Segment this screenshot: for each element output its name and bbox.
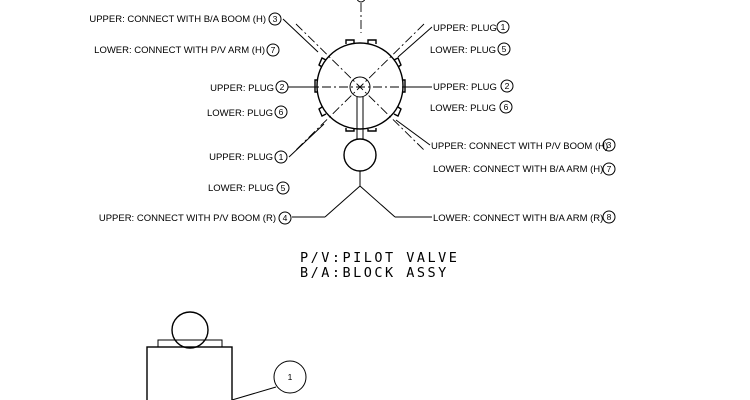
callout-number: 8 <box>607 212 612 222</box>
callout-number: 4 <box>283 213 288 223</box>
branch-left <box>324 185 361 218</box>
top-port-circle <box>356 0 366 3</box>
callout-circle <box>278 211 292 225</box>
label-right-upper-1: UPPER: PLUG <box>433 23 497 34</box>
lower-component: 1 <box>146 311 307 400</box>
left-labels: UPPER: CONNECT WITH B/A BOOM (H) 3 LOWER… <box>89 12 292 225</box>
label-left-lower-3: LOWER: PLUG <box>208 183 274 194</box>
callout-number: 1 <box>501 22 506 32</box>
legend-line-ba: B/A:BLOCK ASSY <box>300 265 449 281</box>
callout-circle <box>274 150 288 164</box>
callout-circle <box>602 210 616 224</box>
callout-circle <box>275 80 289 94</box>
callout-number: 5 <box>281 183 286 193</box>
component-body <box>146 346 233 400</box>
label-left-lower-1: LOWER: CONNECT WITH P/V ARM (H) <box>94 45 265 56</box>
legend-line-pv: P/V:PILOT VALVE <box>300 250 459 266</box>
callout-circle <box>500 79 514 93</box>
component-callout-circle <box>273 360 307 394</box>
component-cap <box>157 339 223 348</box>
callout-number: 2 <box>505 81 510 91</box>
callout-number: 2 <box>280 82 285 92</box>
valve-outer-circle <box>316 42 404 130</box>
label-left-upper-4: UPPER: CONNECT WITH P/V BOOM (R) <box>99 213 276 224</box>
label-right-lower-1: LOWER: PLUG <box>430 45 496 56</box>
callout-number: 6 <box>279 107 284 117</box>
callout-circle <box>499 100 513 114</box>
label-left-lower-2: LOWER: PLUG <box>207 108 273 119</box>
callout-number: 7 <box>607 164 612 174</box>
callout-circle <box>497 42 511 56</box>
callout-circle <box>266 43 280 57</box>
leader-lines <box>282 18 433 218</box>
callout-number: 3 <box>273 14 278 24</box>
valve-ring <box>314 39 406 132</box>
component-callout-number: 1 <box>288 372 293 382</box>
callout-circle <box>274 105 288 119</box>
leader-right-3 <box>395 119 431 146</box>
component-top-ball <box>171 311 209 349</box>
label-right-lower-4: LOWER: CONNECT WITH B/A ARM (R) <box>433 213 603 224</box>
callout-number: 3 <box>607 140 612 150</box>
pilot-valve-body <box>288 0 432 218</box>
right-labels: UPPER: PLUG 1 LOWER: PLUG 5 UPPER: PLUG … <box>430 20 616 224</box>
label-right-upper-2: UPPER: PLUG <box>433 82 497 93</box>
callout-number: 1 <box>279 152 284 162</box>
label-left-upper-3: UPPER: PLUG <box>209 152 273 163</box>
branch-right <box>359 185 396 218</box>
label-right-lower-2: LOWER: PLUG <box>430 103 496 114</box>
label-right-lower-3: LOWER: CONNECT WITH B/A ARM (H) <box>433 164 603 175</box>
callout-circle <box>268 12 282 26</box>
leader-left-1 <box>282 18 319 53</box>
callout-circle <box>276 181 290 195</box>
label-left-upper-2: UPPER: PLUG <box>210 83 274 94</box>
stem-ball <box>343 138 377 172</box>
leader-left-3 <box>288 123 325 158</box>
leader-right-1 <box>397 26 433 58</box>
callout-circle <box>496 20 510 34</box>
callout-circle <box>602 162 616 176</box>
abbreviation-legend: P/V:PILOT VALVE B/A:BLOCK ASSY <box>300 250 459 281</box>
callout-circle <box>602 138 616 152</box>
component-leader <box>231 386 277 400</box>
label-left-upper-1: UPPER: CONNECT WITH B/A BOOM (H) <box>89 14 266 25</box>
callout-number: 7 <box>271 45 276 55</box>
callout-number: 5 <box>502 44 507 54</box>
callout-number: 6 <box>504 102 509 112</box>
label-right-upper-3: UPPER: CONNECT WITH P/V BOOM (H) <box>431 141 608 152</box>
